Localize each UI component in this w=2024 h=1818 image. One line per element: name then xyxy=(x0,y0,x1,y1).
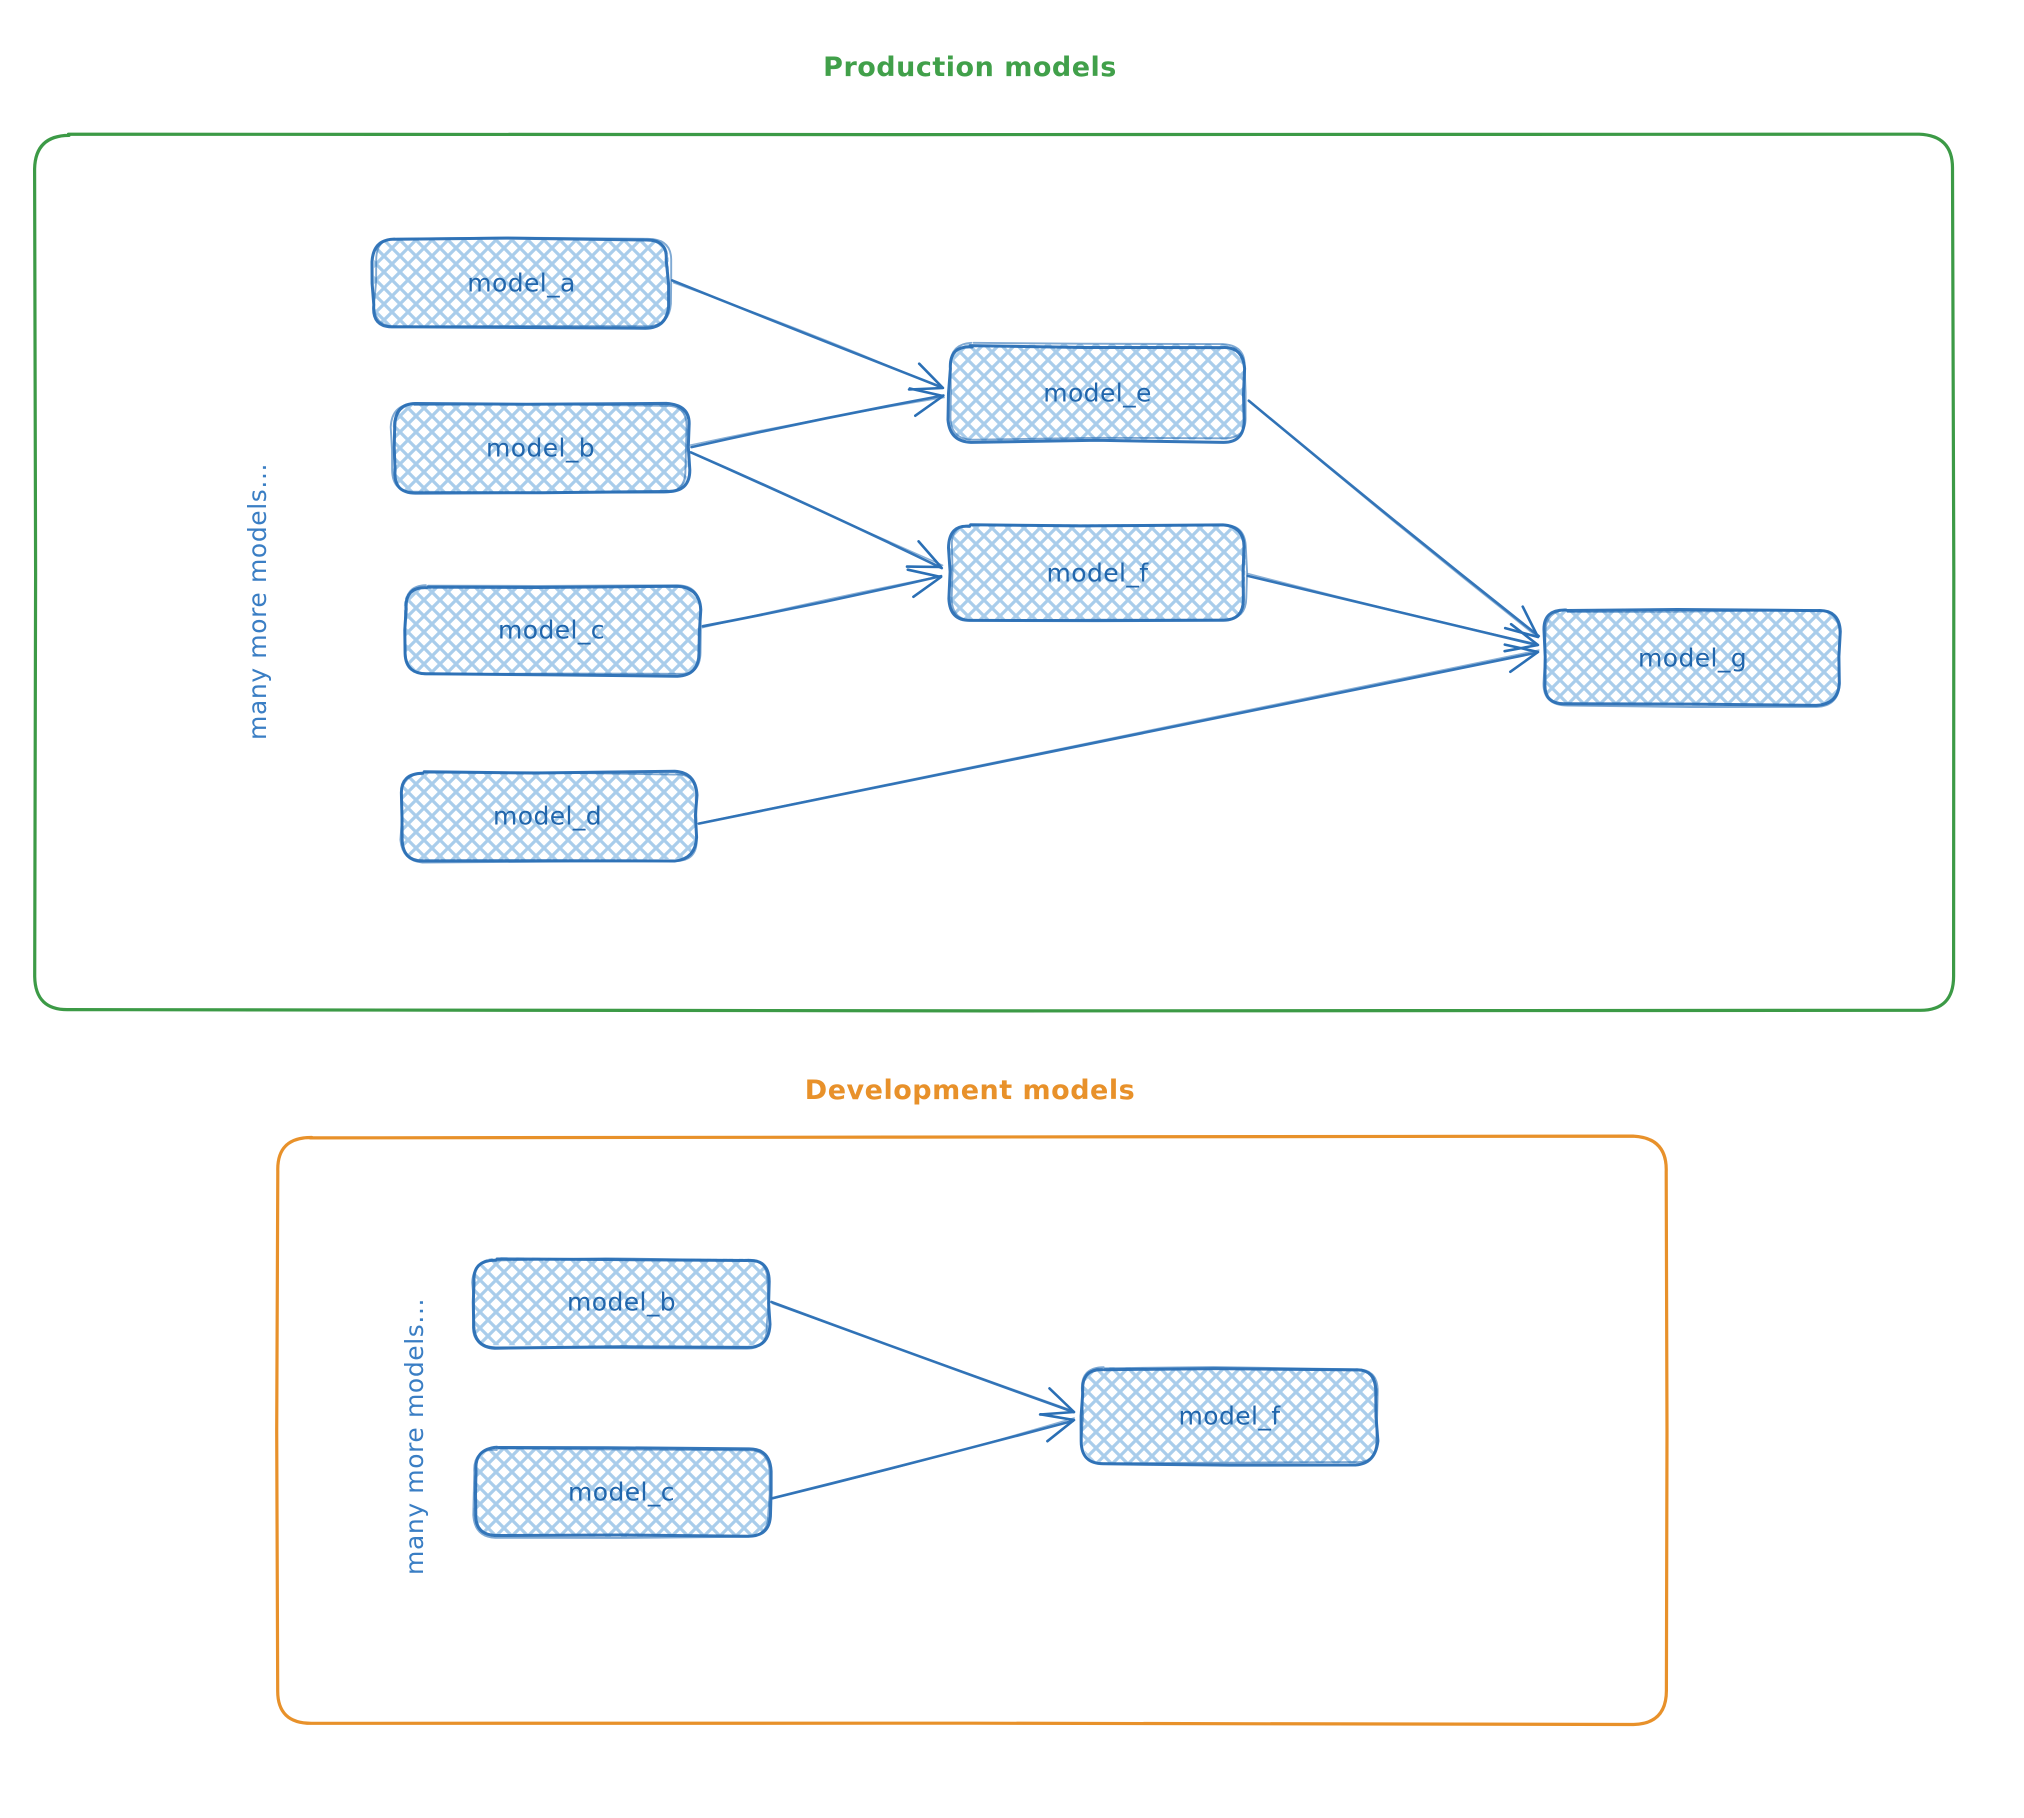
node-outline-prod_model_f xyxy=(950,523,1249,622)
node-label-prod_model_f[interactable]: model_f xyxy=(1046,558,1149,587)
node-outline-prod_model_d xyxy=(399,771,698,864)
edge-line-shadow-edge-devc-to-devf xyxy=(770,1417,1075,1500)
node-outline-dev_model_f xyxy=(1080,1366,1379,1465)
arrowhead-icon-edge-d-to-g xyxy=(1503,643,1540,674)
node-fill-prod_model_e xyxy=(950,343,1246,441)
group-border-production xyxy=(33,132,1956,1013)
group-title-development: Development models xyxy=(804,1075,1136,1106)
node-label-prod_model_c[interactable]: model_c xyxy=(498,615,605,645)
edge-line-shadow-edge-d-to-g xyxy=(699,649,1540,824)
node-fill-prod_model_d xyxy=(400,771,696,861)
node-label-prod_model_g[interactable]: model_g xyxy=(1637,643,1748,672)
node-outline-dev_model_b xyxy=(471,1257,772,1350)
node-fill-prod_model_b xyxy=(392,403,689,493)
node-label-prod_model_b[interactable]: model_b xyxy=(485,433,596,463)
node-outline-prod_model_a xyxy=(370,236,671,330)
node-outline-prod_model_e xyxy=(949,341,1247,441)
node-fill-prod_model_f xyxy=(949,524,1246,621)
edge-line-shadow-edge-b-to-f xyxy=(690,452,944,567)
node-fill-prod_model_a xyxy=(373,238,670,328)
arrowhead-icon-edge-a-to-e xyxy=(907,362,945,391)
arrowhead-icon-edge-b-to-e xyxy=(908,387,945,417)
node-fill-dev_model_c xyxy=(473,1446,770,1538)
node-outline-prod_model_b xyxy=(389,403,688,494)
arrowhead-icon-edge-b-to-f xyxy=(905,540,943,569)
node-fill-dev_model_f xyxy=(1081,1367,1378,1464)
arrowhead-icon-edge-f-to-g xyxy=(1503,622,1540,653)
node-outline-prod_model_b xyxy=(392,401,692,495)
arrowhead-icon-edge-e-to-g xyxy=(1503,605,1540,639)
edge-line-shadow-edge-b-to-e xyxy=(689,396,945,446)
node-label-prod_model_e[interactable]: model_e xyxy=(1043,378,1152,407)
group-border-development xyxy=(275,1134,1669,1727)
node-outline-dev_model_b xyxy=(471,1257,770,1350)
arrowhead-icon-edge-c-to-f xyxy=(906,568,943,599)
node-label-prod_model_a[interactable]: model_a xyxy=(467,268,576,298)
node-outline-dev_model_c xyxy=(472,1447,771,1539)
node-outline-prod_model_c xyxy=(403,584,702,676)
edge-line-shadow-edge-devb-to-devf xyxy=(772,1302,1075,1412)
node-fill-prod_model_c xyxy=(403,585,701,675)
edge-line-shadow-edge-f-to-g xyxy=(1247,572,1537,645)
node-label-prod_model_d[interactable]: model_d xyxy=(492,801,603,831)
group-title-production: Production models xyxy=(823,52,1117,83)
edge-line-shadow-edge-a-to-e xyxy=(672,282,943,390)
node-fill-prod_model_g xyxy=(1545,609,1842,706)
node-outline-prod_model_a xyxy=(373,236,673,328)
node-label-dev_model_f[interactable]: model_f xyxy=(1178,1401,1281,1430)
arrowhead-icon-edge-devc-to-devf xyxy=(1039,1413,1076,1443)
node-fill-dev_model_b xyxy=(473,1257,770,1346)
node-outline-prod_model_g xyxy=(1542,608,1841,708)
node-outline-prod_model_g xyxy=(1542,608,1842,707)
edge-line-shadow-edge-c-to-f xyxy=(701,575,941,629)
node-label-dev_model_b[interactable]: model_b xyxy=(566,1287,677,1317)
node-label-dev_model_c[interactable]: model_c xyxy=(568,1477,675,1507)
edge-line-shadow-edge-e-to-g xyxy=(1247,399,1538,638)
arrowhead-icon-edge-devb-to-devf xyxy=(1038,1387,1076,1416)
